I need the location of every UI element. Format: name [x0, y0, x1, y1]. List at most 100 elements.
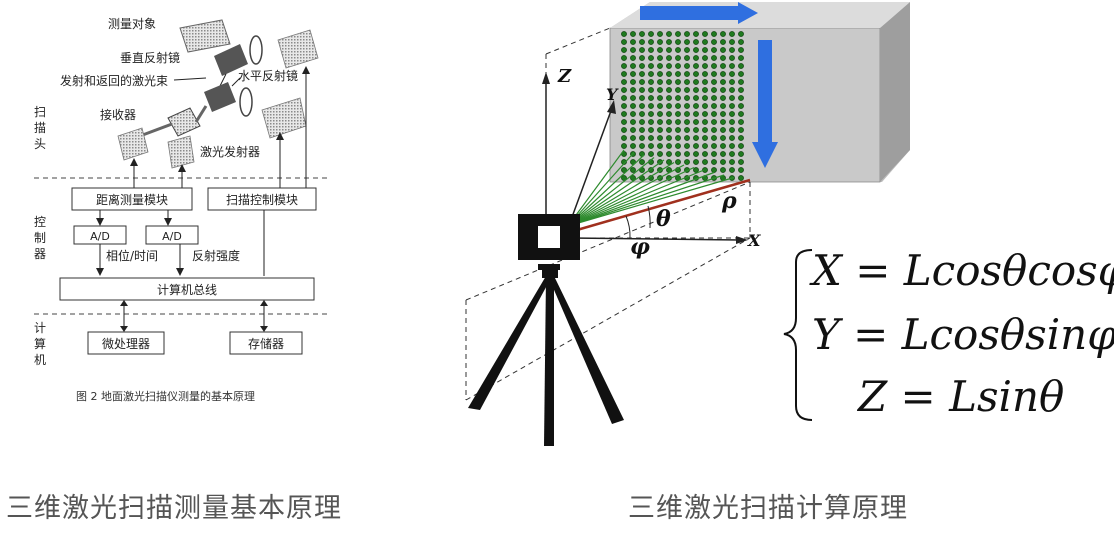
zone-computer-2: 算: [34, 336, 46, 351]
scan-point: [693, 31, 699, 37]
scan-point: [666, 103, 672, 109]
scan-point: [729, 31, 735, 37]
scan-point: [693, 119, 699, 125]
scan-point: [675, 159, 681, 165]
scan-point: [711, 103, 717, 109]
scan-point: [621, 87, 627, 93]
horizontal-mirror-shape: [204, 82, 236, 112]
scan-point: [711, 119, 717, 125]
scan-point: [711, 63, 717, 69]
scan-point: [738, 71, 744, 77]
scan-point: [738, 135, 744, 141]
scan-point: [720, 119, 726, 125]
scan-point: [657, 39, 663, 45]
x-axis: [569, 237, 741, 241]
scan-point: [729, 143, 735, 149]
zone-scan-head-2: 描: [34, 121, 46, 135]
scan-point: [639, 119, 645, 125]
scan-point: [711, 159, 717, 165]
scan-point: [630, 63, 636, 69]
scan-point: [711, 87, 717, 93]
scan-point: [738, 79, 744, 85]
scan-point: [711, 167, 717, 173]
scan-point: [720, 47, 726, 53]
scan-point: [720, 87, 726, 93]
scan-point: [675, 151, 681, 157]
scan-point: [702, 151, 708, 157]
zone-scan-head-3: 头: [34, 137, 46, 151]
scan-control-module-box: [207, 187, 317, 211]
scan-point: [729, 127, 735, 133]
formula-y: Y = Lcosθsinφ: [812, 310, 1114, 359]
label-receiver: 接收器: [100, 107, 136, 122]
scan-point: [630, 39, 636, 45]
y-axis-label: Y: [606, 85, 619, 104]
scan-point: [639, 159, 645, 165]
scan-point: [621, 47, 627, 53]
horizontal-scan-arrow-body: [640, 6, 740, 20]
scan-point: [621, 127, 627, 133]
scan-point: [657, 63, 663, 69]
scan-point: [738, 127, 744, 133]
scan-point-grid: [621, 31, 744, 181]
scan-point: [693, 79, 699, 85]
scan-point: [621, 79, 627, 85]
laser-beam: [567, 164, 685, 227]
scan-point: [684, 119, 690, 125]
scan-point: [675, 127, 681, 133]
y-axis: [567, 107, 613, 229]
scan-point: [639, 47, 645, 53]
laser-beam: [567, 169, 705, 227]
scan-point: [657, 111, 663, 117]
scan-point: [621, 143, 627, 149]
laser-beam: [567, 159, 665, 227]
scan-point: [702, 167, 708, 173]
computer-bus-box: [59, 277, 315, 301]
scan-point: [729, 167, 735, 173]
scan-point: [639, 95, 645, 101]
scan-point: [738, 103, 744, 109]
scan-point: [684, 31, 690, 37]
scan-point: [666, 39, 672, 45]
scan-point: [657, 55, 663, 61]
scan-point: [630, 47, 636, 53]
receiver-box: [167, 107, 201, 137]
scan-control-module-label: 扫描控制模块: [226, 193, 298, 207]
scan-point: [702, 47, 708, 53]
theta-arc: [647, 205, 651, 229]
scan-point: [711, 135, 717, 141]
scan-point: [666, 159, 672, 165]
scan-point: [684, 103, 690, 109]
rho-line: [569, 178, 751, 234]
laser-beam: [567, 154, 645, 227]
x-axis-label: X: [747, 231, 761, 250]
scan-point: [711, 79, 717, 85]
laser-beam: [567, 174, 725, 227]
scan-point: [711, 39, 717, 45]
scan-point: [738, 31, 744, 37]
scan-point: [639, 39, 645, 45]
scan-point: [738, 119, 744, 125]
scan-point: [666, 127, 672, 133]
scan-point: [675, 63, 681, 69]
scan-point: [657, 127, 663, 133]
scan-point: [684, 87, 690, 93]
z-axis-label: Z: [557, 66, 572, 87]
scan-point: [693, 151, 699, 157]
scan-point: [648, 79, 654, 85]
scan-point: [711, 55, 717, 61]
scan-point: [693, 39, 699, 45]
right-hatch-shape: [261, 97, 307, 139]
scan-point: [666, 143, 672, 149]
scan-point: [693, 55, 699, 61]
laser-beam-lines: [567, 149, 735, 227]
scan-point: [702, 31, 708, 37]
scan-point: [693, 127, 699, 133]
scan-point: [648, 103, 654, 109]
scan-point: [720, 111, 726, 117]
scan-point: [630, 167, 636, 173]
laser-beam: [567, 149, 625, 227]
scan-point: [639, 63, 645, 69]
scan-point: [675, 119, 681, 125]
formula-x: X = Lcosθcosφ: [812, 246, 1114, 295]
